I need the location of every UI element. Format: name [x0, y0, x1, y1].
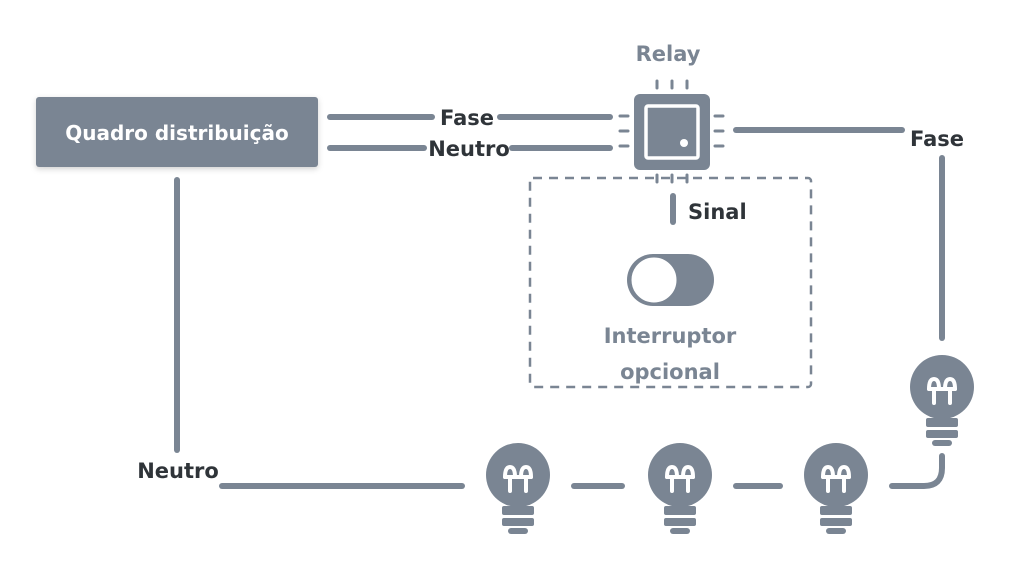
toggle-switch[interactable]	[627, 254, 714, 306]
switch-label-line2: opcional	[620, 360, 720, 384]
dashed-border	[528, 176, 813, 389]
bulb-link-3	[889, 453, 945, 489]
switch-label-line1: Interruptor	[604, 324, 737, 348]
light-bulb-icon	[484, 441, 552, 536]
relay-label: Relay	[636, 42, 701, 66]
toggle-knob	[628, 254, 680, 306]
neutro-label-top: Neutro	[428, 137, 510, 161]
relay-pins	[618, 79, 725, 184]
distribution-box-label: Quadro distribuição	[65, 121, 288, 145]
light-bulb-icon	[802, 441, 870, 536]
neutro-label-bottom: Neutro	[137, 459, 219, 483]
bulbs	[484, 353, 976, 536]
distribution-box: Quadro distribuição	[36, 97, 318, 167]
wires	[174, 114, 945, 489]
light-bulb-icon	[646, 441, 714, 536]
light-bulb-icon	[908, 353, 976, 448]
relay: Relay	[618, 42, 725, 184]
sinal-label: Sinal	[688, 200, 747, 224]
relay-chip-icon	[634, 94, 710, 170]
fase-label-top: Fase	[440, 106, 494, 130]
optional-switch-group: Interruptor opcional	[528, 176, 813, 389]
fase-label-right: Fase	[910, 127, 964, 151]
